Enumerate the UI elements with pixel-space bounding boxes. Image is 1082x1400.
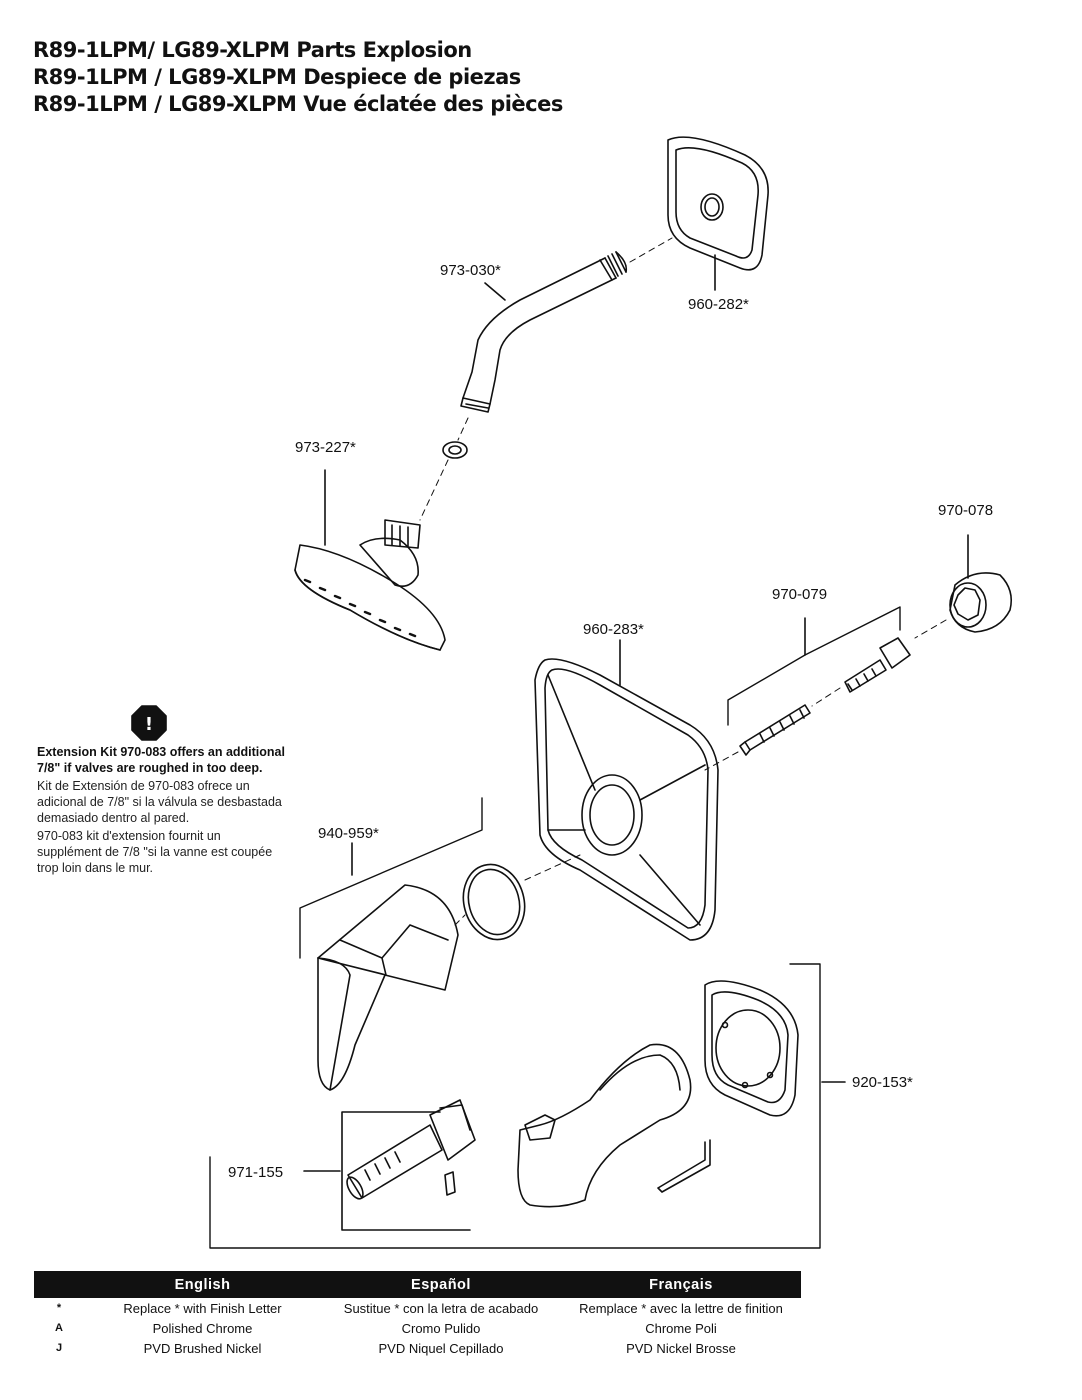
legend-spanish: Sustitue * con la letra de acabado [343, 1300, 539, 1316]
warning-icon: ! [131, 705, 167, 741]
bonnet-nut-part [914, 534, 1013, 639]
note-english: Extension Kit 970-083 offers an addition… [37, 745, 285, 775]
legend-row: A Polished Chrome Cromo Pulido Chrome Po… [34, 1318, 801, 1338]
part-label-970-078: 970-078 [938, 502, 993, 519]
legend-french: PVD Nickel Brosse [626, 1340, 736, 1356]
part-label-973-227: 973-227* [295, 439, 356, 456]
legend-header: English Español Français [34, 1271, 801, 1298]
part-label-960-283: 960-283* [583, 621, 644, 638]
shower-arm-part [460, 237, 673, 413]
legend-code: * [56, 1302, 62, 1314]
cartridge-part [303, 1099, 476, 1231]
legend-english: Replace * with Finish Letter [123, 1300, 282, 1316]
tub-spout-part [209, 963, 846, 1249]
shower-head-part [294, 469, 446, 651]
part-label-940-959: 940-959* [318, 825, 379, 842]
part-label-971-155: 971-155 [228, 1164, 283, 1181]
legend-header-french: Français [649, 1276, 713, 1293]
legend-french: Remplace * avec la lettre de finition [579, 1300, 783, 1316]
page-titles: R89-1LPM/ LG89-XLPM Parts Explosion R89-… [33, 37, 563, 118]
extension-kit-note: Extension Kit 970-083 offers an addition… [37, 744, 287, 878]
legend-header-spanish: Español [411, 1276, 471, 1293]
title-spanish: R89-1LPM / LG89-XLPM Despiece de piezas [33, 65, 521, 89]
part-label-960-282: 960-282* [688, 296, 749, 313]
lever-handle-part [299, 797, 483, 1091]
title-english: R89-1LPM/ LG89-XLPM Parts Explosion [33, 38, 472, 62]
part-label-970-079: 970-079 [772, 586, 827, 603]
legend-french: Chrome Poli [645, 1320, 717, 1336]
legend-header-english: English [174, 1276, 231, 1293]
legend-spanish: Cromo Pulido [401, 1320, 481, 1336]
parts-explosion-diagram: 960-282* 973-030* 973-227* 970-078 970-0… [131, 136, 1013, 1249]
legend-code: J [55, 1342, 63, 1354]
o-ring-part [462, 854, 581, 941]
shower-arm-flange-part [667, 136, 769, 291]
legend-row: J PVD Brushed Nickel PVD Niquel Cepillad… [34, 1338, 801, 1358]
part-label-973-030: 973-030* [440, 262, 501, 279]
legend-code: A [55, 1322, 63, 1334]
legend-spanish: PVD Niquel Cepillado [378, 1340, 504, 1356]
note-spanish: Kit de Extensión de 970-083 ofrece un ad… [37, 779, 282, 825]
title-french: R89-1LPM / LG89-XLPM Vue éclatée des piè… [33, 92, 563, 116]
tub-spout-flange-part [704, 980, 799, 1117]
finish-legend-table: English Español Français * Replace * wit… [34, 1271, 801, 1358]
legend-english: Polished Chrome [152, 1320, 253, 1336]
part-label-920-153: 920-153* [852, 1074, 913, 1091]
note-french: 970-083 kit d'extension fournit un suppl… [37, 829, 273, 875]
legend-english: PVD Brushed Nickel [143, 1340, 262, 1356]
legend-row: * Replace * with Finish Letter Sustitue … [34, 1298, 801, 1318]
handle-screw-part [704, 606, 911, 771]
escutcheon-plate-part [534, 639, 719, 941]
svg-text:!: ! [145, 714, 153, 735]
washer-part [419, 417, 469, 521]
